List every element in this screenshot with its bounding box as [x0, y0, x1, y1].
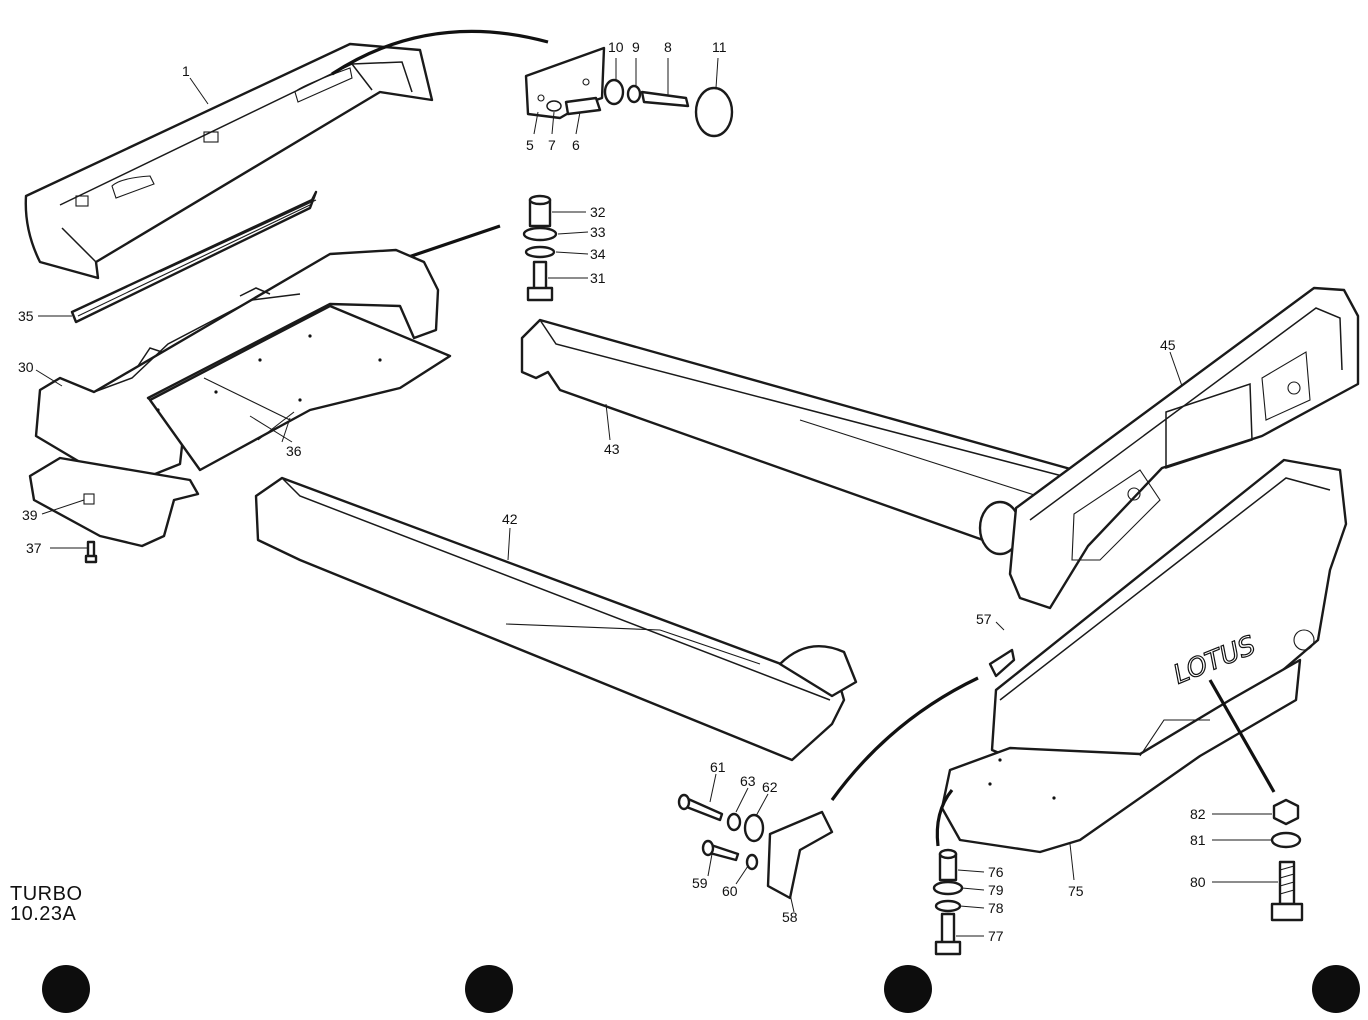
callout-81: 81: [1190, 832, 1206, 848]
callout-63: 63: [740, 773, 756, 789]
callout-11: 11: [712, 39, 727, 55]
nut-washer-bolt-80-82: [1270, 798, 1304, 922]
callout-34: 34: [590, 246, 606, 262]
binder-hole-2: [465, 965, 513, 1013]
callout-75: 75: [1068, 883, 1084, 899]
rear-valance-30: [34, 248, 452, 478]
callout-82: 82: [1190, 806, 1206, 822]
callout-33: 33: [590, 224, 606, 240]
callout-32: 32: [590, 204, 606, 220]
callout-77: 77: [988, 928, 1004, 944]
plate-number: 10.23A: [10, 903, 77, 925]
callout-7: 7: [548, 137, 556, 153]
callout-59: 59: [692, 875, 708, 891]
callout-79: 79: [988, 882, 1004, 898]
plate-reference: TURBO 10.23A: [10, 884, 83, 924]
sealing-strip-35: [70, 190, 318, 324]
callout-30: 30: [18, 359, 34, 375]
binder-hole-1: [42, 965, 90, 1013]
spacer-stack-76-77: [932, 848, 964, 956]
callout-61: 61: [710, 759, 726, 775]
leader-75-to-76: [935, 788, 954, 847]
callout-80: 80: [1190, 874, 1206, 890]
rear-bumper-moulding: [24, 42, 434, 280]
leader-1-to-5: [331, 29, 549, 76]
bracket-assembly-5: [524, 46, 734, 138]
fixings-58-63: [677, 793, 834, 900]
model-label: TURBO: [10, 883, 83, 905]
front-spoiler-75: LOTUS: [940, 458, 1348, 854]
callout-31: 31: [590, 270, 606, 286]
lower-panel-39: [28, 456, 200, 564]
front-bumper-45: [1008, 286, 1360, 610]
callout-8: 8: [664, 39, 672, 55]
callout-6: 6: [572, 137, 580, 153]
callout-39: 39: [22, 507, 38, 523]
callout-35: 35: [18, 308, 34, 324]
callout-78: 78: [988, 900, 1004, 916]
callout-42: 42: [502, 511, 518, 527]
spacer-stack-32-31: [522, 194, 558, 302]
binder-hole-4: [1312, 965, 1360, 1013]
callout-36: 36: [286, 443, 302, 459]
callout-37: 37: [26, 540, 42, 556]
callout-1: 1: [182, 63, 190, 79]
callout-62: 62: [762, 779, 778, 795]
callout-leaders: [35, 57, 1278, 937]
callout-9: 9: [632, 39, 640, 55]
sill-panel-42: [254, 476, 858, 762]
crossmember-43: [520, 318, 1076, 556]
callout-43: 43: [604, 441, 620, 457]
callout-60: 60: [722, 883, 738, 899]
callout-57: 57: [976, 611, 992, 627]
callout-76: 76: [988, 864, 1004, 880]
callout-5: 5: [526, 137, 534, 153]
callout-58: 58: [782, 909, 798, 925]
binder-hole-3: [884, 965, 932, 1013]
bracket-57: [988, 648, 1016, 678]
callout-numbers: 1 5 7 6 10 9 8 11 32 33 34 31 35 30 36 3…: [18, 39, 1206, 944]
leader-75-to-80: [1208, 679, 1276, 793]
leader-57-to-58: [830, 676, 979, 801]
callout-45: 45: [1160, 337, 1176, 353]
callout-10: 10: [608, 39, 624, 55]
